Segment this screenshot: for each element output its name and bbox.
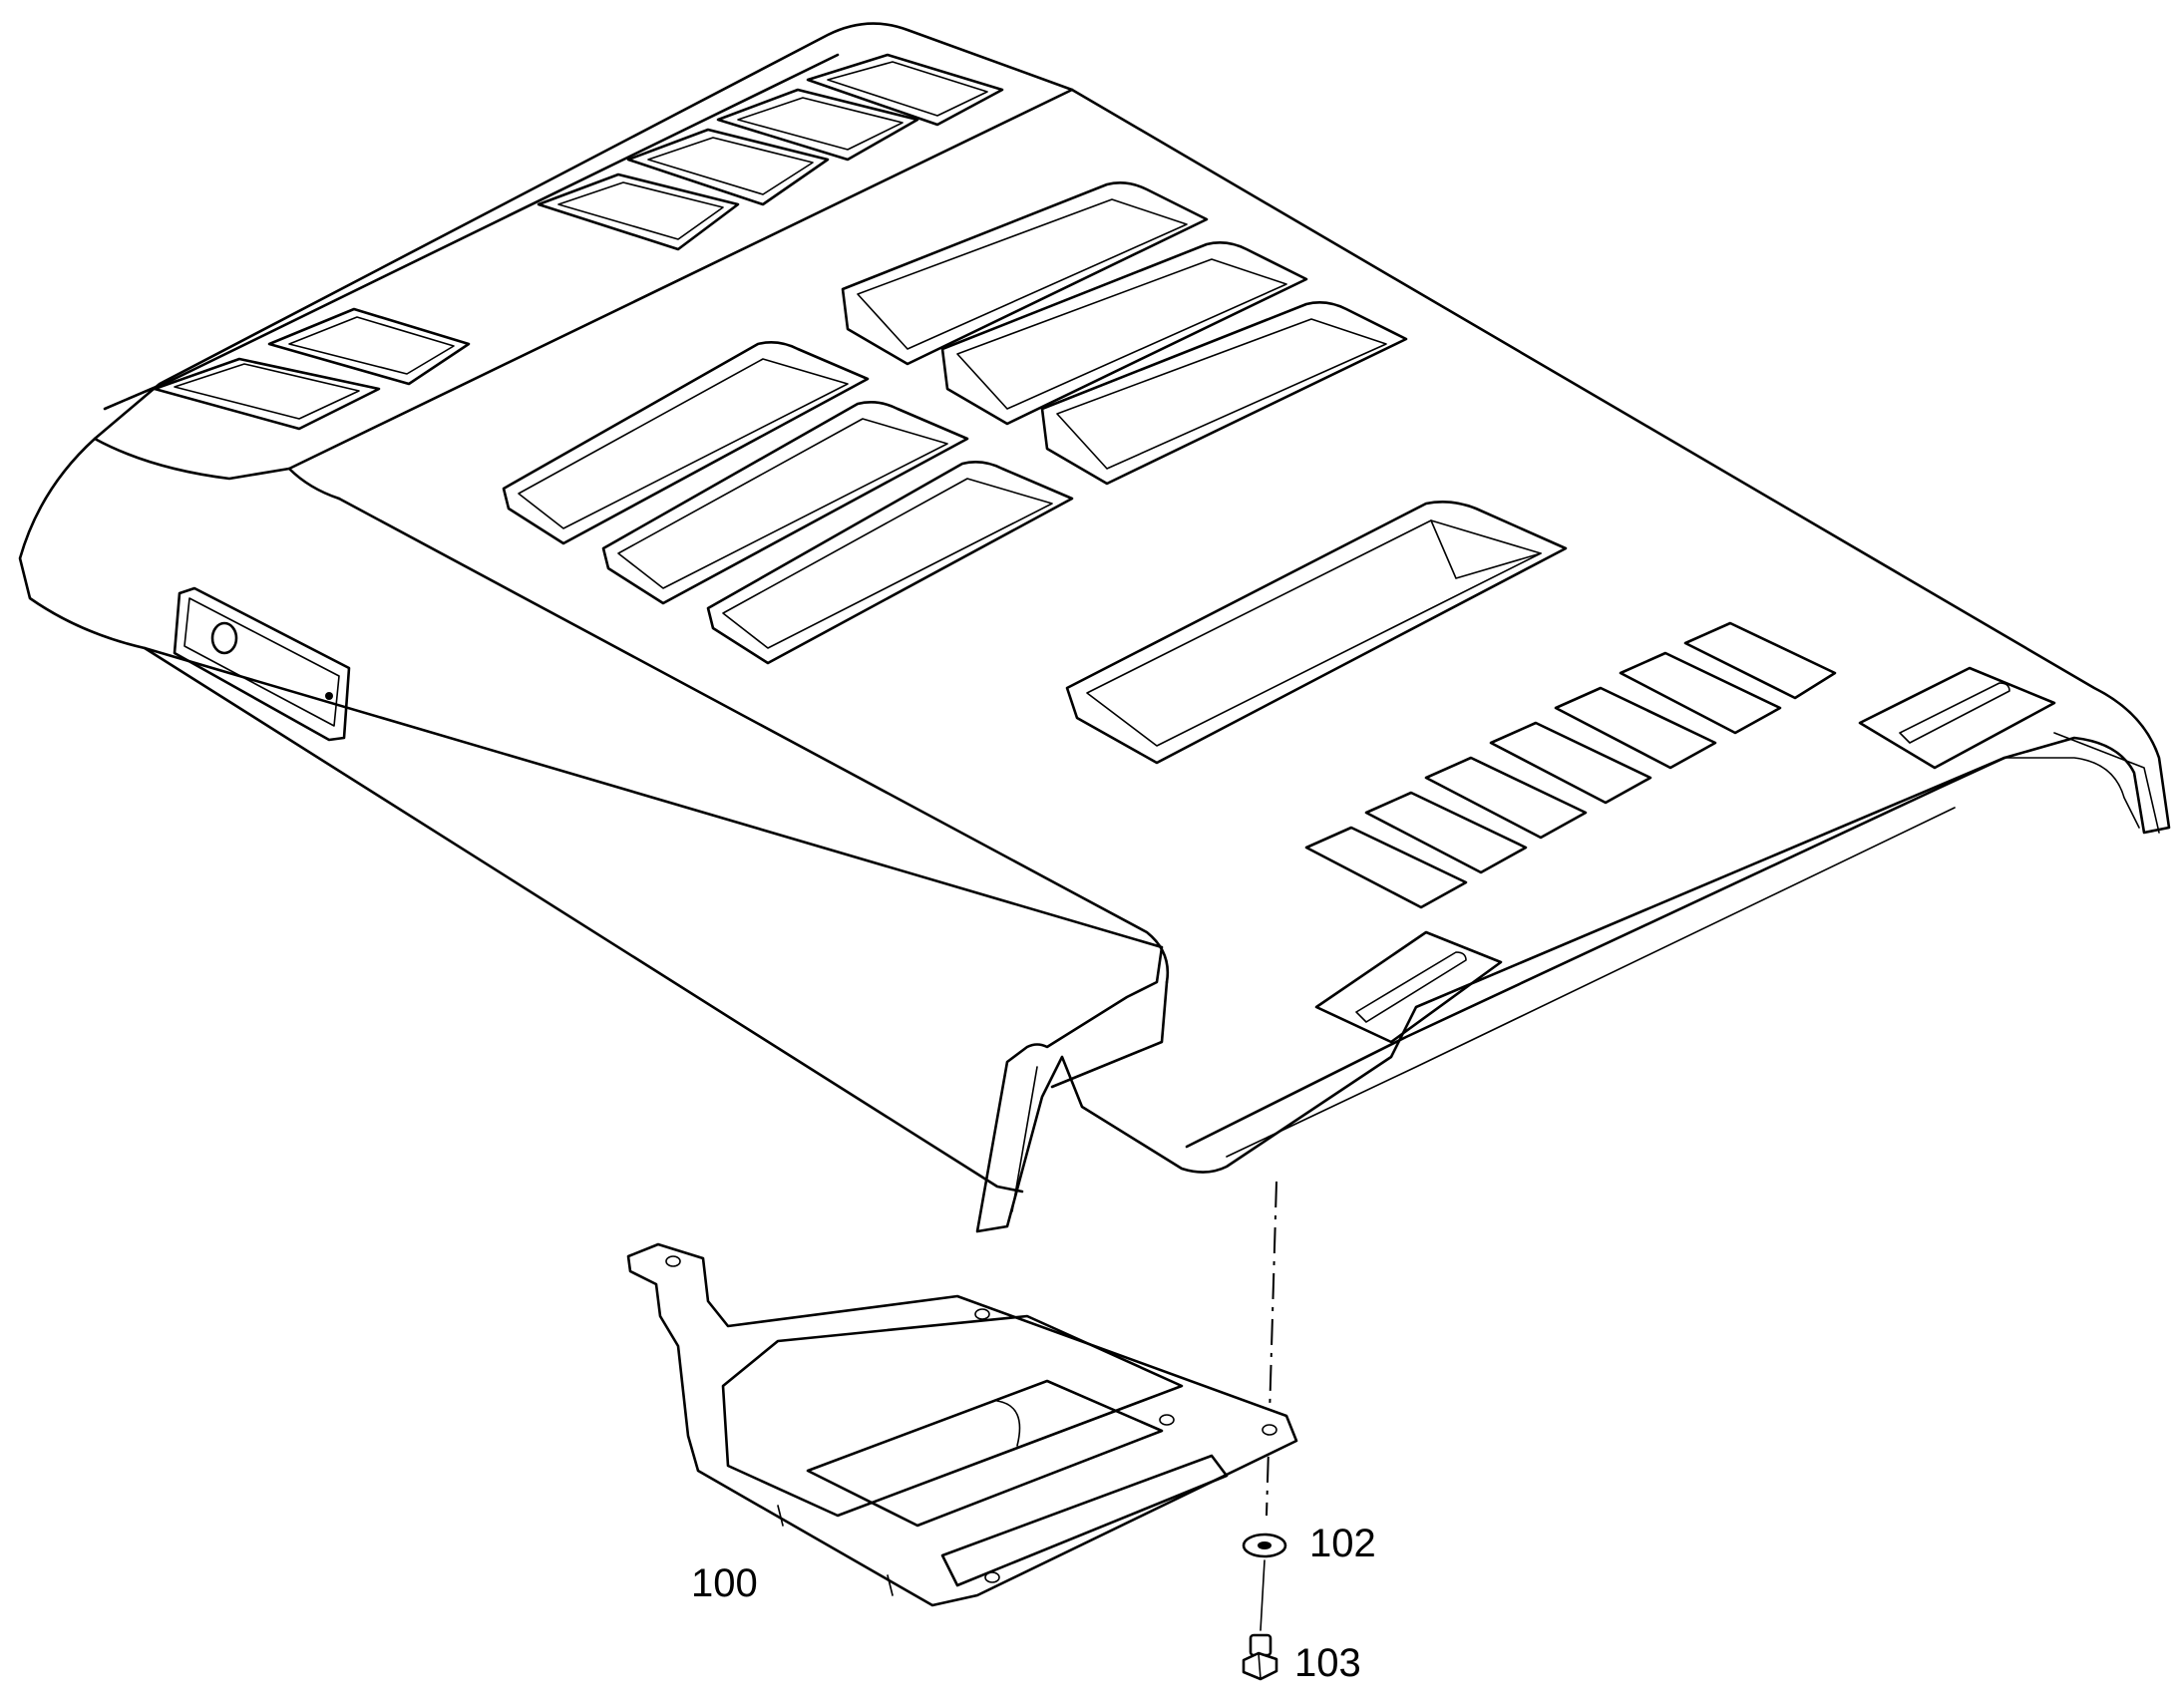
main-air-scoop	[1065, 501, 1568, 765]
hood-cover	[18, 22, 2171, 1233]
side-emblem-plate	[173, 586, 351, 742]
louver-block-left	[502, 341, 1074, 665]
callout-102: 102	[1309, 1522, 1376, 1565]
slot-row	[1304, 621, 1837, 909]
louver-block-right	[841, 181, 1408, 486]
callout-100: 100	[691, 1561, 758, 1605]
bolt	[1242, 1633, 1278, 1681]
ridge-vent-group	[537, 53, 1004, 251]
rear-mount-pads	[1314, 666, 2056, 1044]
washer	[1242, 1533, 1287, 1558]
fastener-axis	[1260, 1559, 1266, 1631]
mounting-bracket	[626, 1242, 1298, 1607]
assembly-centerline	[1266, 1181, 1277, 1517]
callout-103: 103	[1294, 1641, 1361, 1685]
front-vent-group	[153, 307, 471, 431]
